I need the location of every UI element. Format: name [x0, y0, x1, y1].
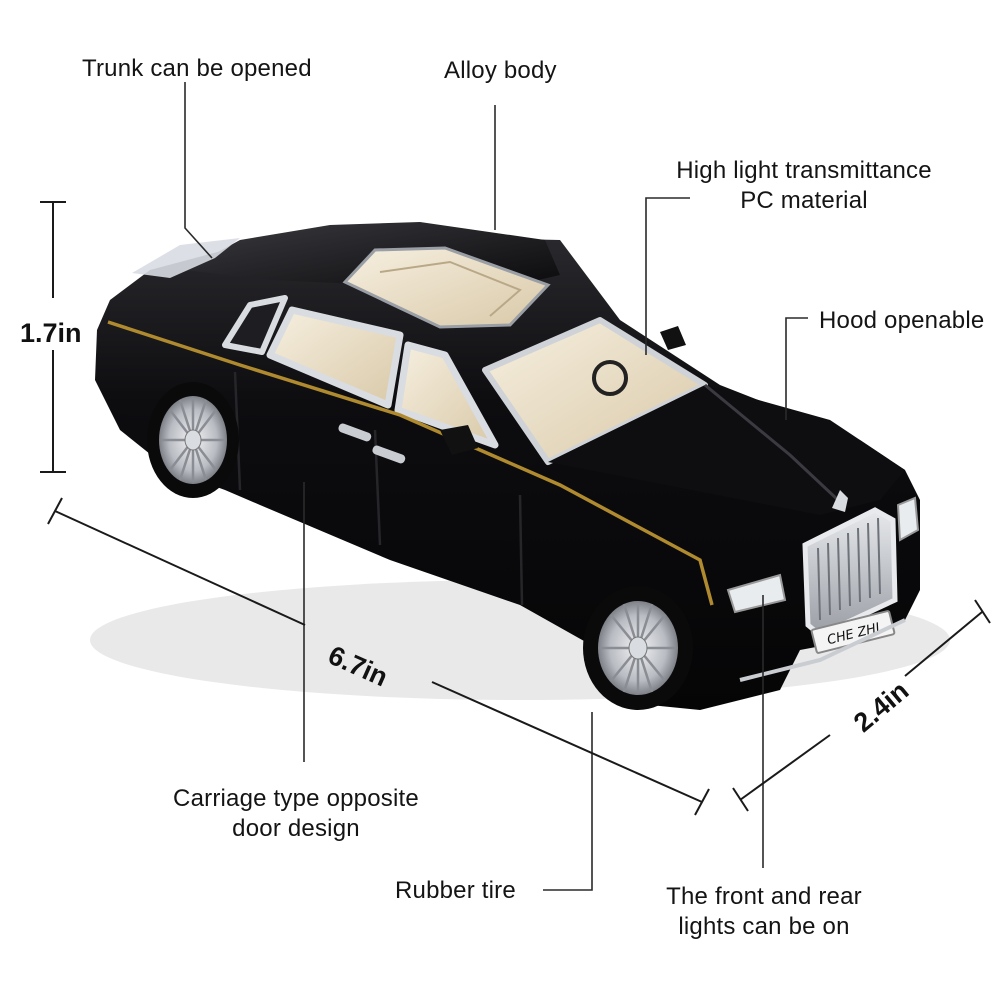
side-mirror: [440, 425, 478, 455]
callout-pc-line1: High light transmittance: [676, 157, 932, 184]
dimension-lines: [40, 201, 991, 816]
sunroof: [342, 246, 551, 329]
rear-window: [132, 238, 240, 278]
hood-ornament: [832, 490, 848, 512]
callout-carriage-line1: Carriage type opposite: [173, 785, 419, 812]
callout-rubber-tire: Rubber tire: [395, 877, 516, 904]
callout-lights: The front and rear lights can be on: [646, 882, 882, 942]
front-door-handle: [372, 445, 406, 464]
callout-pc-line2: PC material: [740, 187, 868, 214]
rear-door-handle: [338, 423, 372, 442]
steering-wheel: [592, 360, 628, 396]
gold-pinstripe: [107, 320, 714, 606]
left-headlight: [726, 573, 787, 614]
callout-carriage-line2: door design: [232, 815, 360, 842]
dimension-height: 1.7in: [20, 318, 82, 348]
hood: [548, 385, 905, 515]
callout-lights-line1: The front and rear: [666, 883, 862, 910]
right-headlight: [896, 496, 920, 542]
callout-trunk: Trunk can be opened: [82, 55, 312, 82]
callout-lights-line2: lights can be on: [678, 913, 850, 940]
callout-hood: Hood openable: [819, 307, 985, 334]
callout-carriage-doors: Carriage type opposite door design: [150, 784, 442, 844]
callout-pc-material: High light transmittance PC material: [664, 156, 944, 216]
callout-alloy-body: Alloy body: [444, 57, 557, 84]
right-side-mirror: [660, 326, 686, 350]
rear-wheel: [147, 382, 239, 498]
front-wheel: [583, 586, 693, 710]
leader-lines: [184, 82, 808, 891]
rear-door-window: [266, 306, 404, 409]
rear-quarter-window: [222, 295, 288, 355]
